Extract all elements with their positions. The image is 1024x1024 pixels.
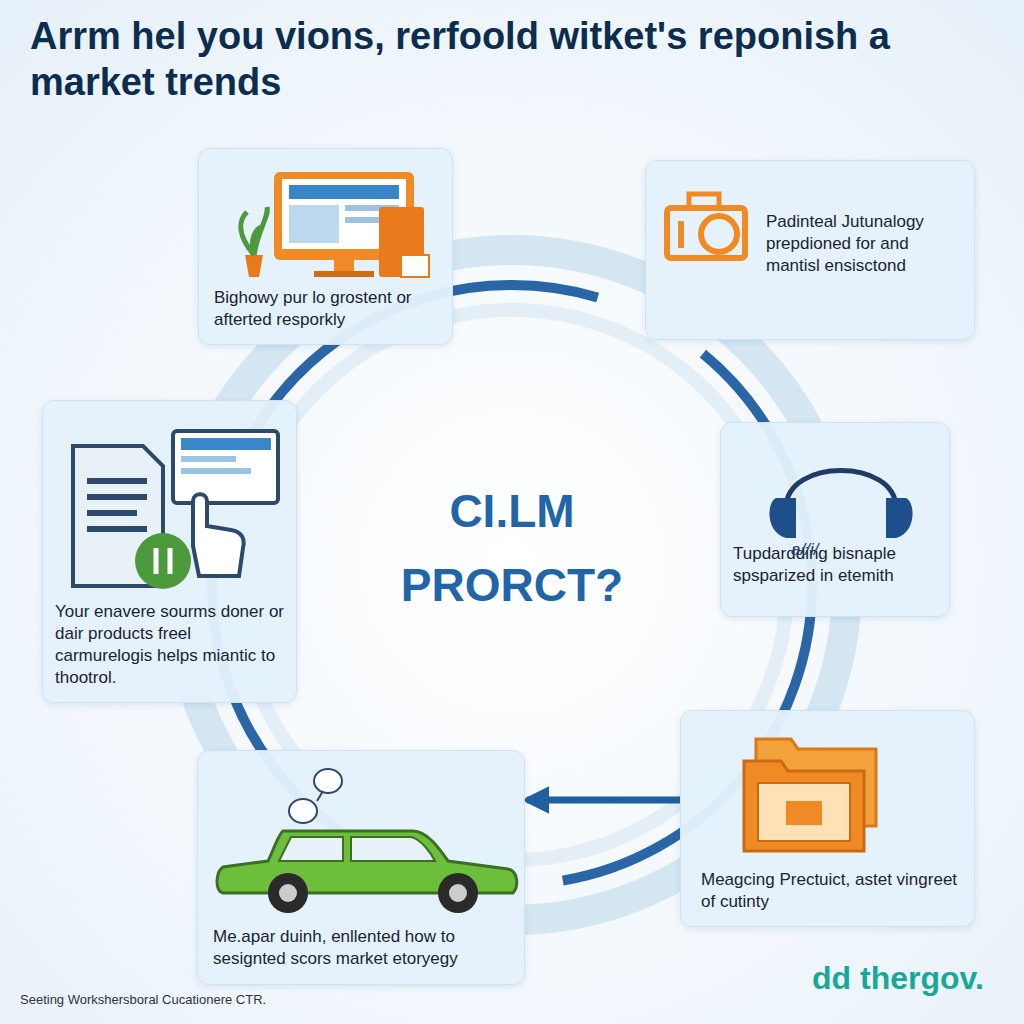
tool-icon (661, 186, 756, 266)
card-text: Me.apar duinh, enllented how to sesignte… (213, 926, 513, 970)
computer-illustration (229, 167, 439, 282)
card-text: Tupdardding bisnaple spsparized in etemi… (733, 543, 943, 587)
info-card: Tupdardding bisnaple spsparized in etemi… (720, 422, 950, 617)
cycle-arrow (527, 797, 680, 804)
logo-text: dd thergov. (812, 960, 984, 997)
document-illustration (63, 426, 288, 591)
info-card: Bighowy pur lo grostent or afterted resp… (198, 148, 453, 345)
card-text: Meagcing Prectuict, astet vingreet of cu… (701, 869, 966, 913)
car-illustration (213, 761, 523, 921)
caption: Seeting Workshersboral Cucationere CTR. (20, 992, 266, 1007)
center-title: CI.LM PRORCT? (367, 475, 657, 622)
info-card: Meagcing Prectuict, astet vingreet of cu… (680, 710, 975, 927)
icon-label: a//i/ (791, 540, 818, 560)
info-card: Your enavere sourms doner or dair produc… (42, 400, 297, 703)
headset-icon (761, 448, 921, 543)
folder-icon (736, 731, 886, 856)
card-text: Bighowy pur lo grostent or afterted resp… (214, 287, 444, 331)
card-text: Padinteal Jutunalogy prepdioned for and … (766, 211, 966, 277)
info-card: Me.apar duinh, enllented how to sesignte… (197, 750, 525, 985)
card-text: Your enavere sourms doner or dair produc… (55, 601, 291, 689)
info-card: Padinteal Jutunalogy prepdioned for and … (645, 160, 975, 340)
diagram-title: Arrm hel you vions, rerfoold witket's re… (30, 14, 990, 105)
center-question: CI.LM PRORCT? (357, 455, 667, 675)
